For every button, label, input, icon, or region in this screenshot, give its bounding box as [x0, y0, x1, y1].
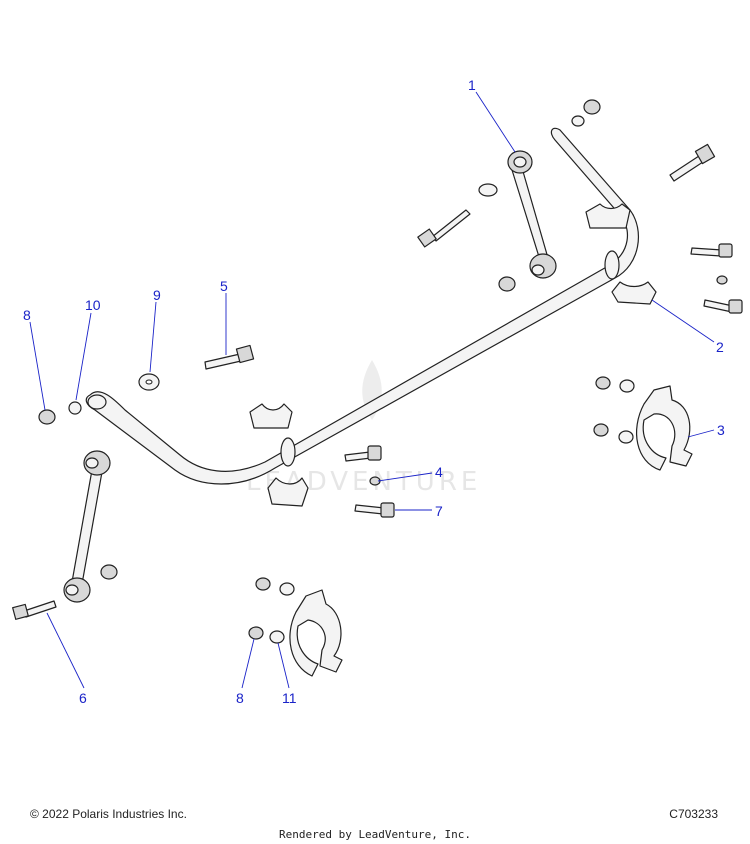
- nut-8-bottom: [248, 626, 264, 640]
- figure-code: C703233: [669, 807, 718, 821]
- washer-3-upper: [619, 379, 635, 393]
- washer-top: [571, 115, 585, 127]
- callout-3: 3: [717, 422, 725, 438]
- clamp-3: [636, 385, 693, 471]
- bolt-top-right: [669, 143, 716, 182]
- nut-8-left: [38, 409, 56, 425]
- washer-bottom-upper: [279, 582, 295, 596]
- nut-link-left: [100, 564, 118, 580]
- callout-2: 2: [716, 339, 724, 355]
- callout-7: 7: [435, 503, 443, 519]
- bolt-right-lower: [703, 299, 743, 314]
- callout-5: 5: [220, 278, 228, 294]
- callout-10: 10: [85, 297, 101, 313]
- washer-3-lower: [618, 430, 634, 444]
- stabilizer-bar: [85, 127, 639, 485]
- small-bolt-right: [716, 275, 728, 285]
- bolt-right-upper: [690, 243, 733, 258]
- nut-link-right: [498, 276, 516, 292]
- leader-lines: [29, 91, 715, 689]
- callout-4: 4: [435, 464, 443, 480]
- copyright-text: © 2022 Polaris Industries Inc.: [30, 807, 187, 821]
- callout-1: 1: [468, 77, 476, 93]
- nut-bottom-upper: [255, 577, 271, 591]
- callout-labels: 1 2 3 4 5 6 7 8 8 9 10 11: [23, 77, 725, 706]
- nut-3-upper: [595, 376, 611, 390]
- bushing-mid-lower: [267, 477, 309, 507]
- bushing-top-right: [585, 203, 631, 229]
- bolt-5: [204, 344, 255, 370]
- nut-3-lower: [593, 423, 609, 437]
- rendered-by-credit: Rendered by LeadVenture, Inc.: [278, 828, 472, 841]
- washer-9: [138, 373, 160, 391]
- callout-6: 6: [79, 690, 87, 706]
- washer-11: [269, 630, 285, 644]
- bushing-mid-upper: [249, 403, 293, 429]
- bolt-top-left: [417, 209, 471, 248]
- callout-11: 11: [282, 690, 297, 706]
- bolt-4-upper: [344, 445, 382, 462]
- bushing-2: [611, 281, 657, 305]
- clamp-bottom: [289, 589, 343, 677]
- link-rod-right: [507, 150, 557, 279]
- washer-10: [68, 401, 82, 415]
- link-rod-left: [63, 450, 111, 603]
- bolt-7: [354, 502, 395, 518]
- callout-8-bottom: 8: [236, 690, 244, 706]
- bolt-6: [12, 600, 57, 620]
- nut-top: [583, 99, 601, 115]
- washer-link-right: [478, 183, 498, 197]
- callout-8-left: 8: [23, 307, 31, 323]
- callout-9: 9: [153, 287, 161, 303]
